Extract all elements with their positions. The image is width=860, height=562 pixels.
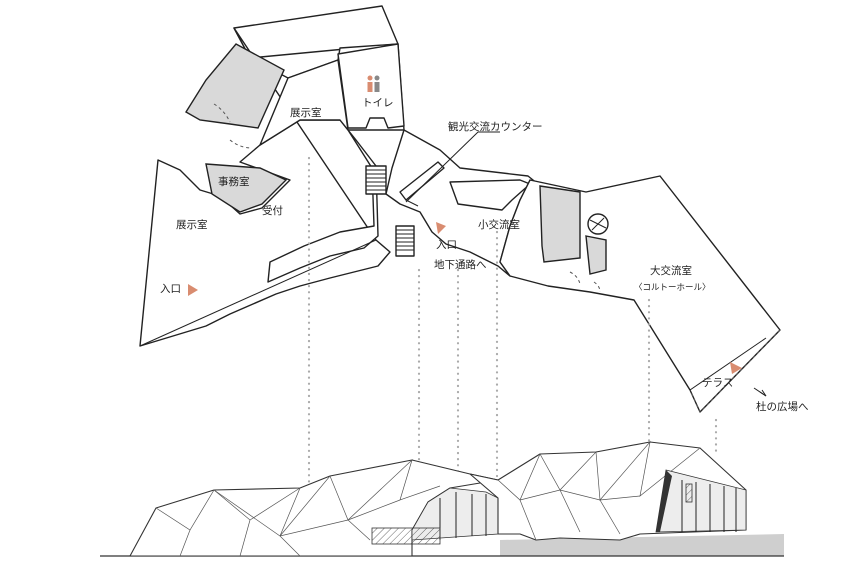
- label-reception: 受付: [262, 204, 283, 217]
- west-edge: [139, 239, 377, 347]
- hatched-wall: [371, 527, 441, 545]
- east-gray-room-2: [585, 235, 607, 275]
- label-large-hall: 大交流室: [650, 264, 692, 277]
- east-gray-room: [539, 185, 581, 263]
- stairs-center: [395, 225, 415, 257]
- terrace-edge: [689, 337, 767, 391]
- facade-panel: [685, 483, 693, 503]
- label-office: 事務室: [218, 175, 250, 188]
- label-tourist-counter: 観光交流カウンター: [448, 120, 543, 133]
- counter-edge: [405, 199, 419, 207]
- entrance-center-triangle-arrow-icon: [436, 222, 446, 234]
- nw-gray-room: [185, 43, 285, 129]
- label-exhibit-west: 展示室: [176, 218, 208, 231]
- label-terrace: テラス: [702, 377, 733, 389]
- label-underground: 地下通路へ: [434, 258, 487, 271]
- plaza-arrow-head: [759, 389, 767, 397]
- tourist-counter: [399, 161, 445, 201]
- counter-pointer: [405, 131, 500, 203]
- door-arc-3: [569, 271, 581, 285]
- terrace-triangle-arrow-icon: [730, 362, 742, 374]
- plan: [139, 5, 781, 413]
- terrace-boundary: [689, 329, 781, 413]
- stairs-west: [365, 165, 387, 195]
- facade-shadow: [656, 470, 672, 532]
- entrance-west-triangle-arrow-icon: [188, 284, 198, 296]
- label-entrance-west: 入口: [160, 283, 181, 295]
- label-exhibit-north: 展示室: [290, 106, 322, 119]
- door-arc-2: [229, 139, 253, 149]
- label-large-hall-sub: 〈コルトーホール〉: [634, 283, 711, 293]
- ground-slope: [500, 534, 784, 556]
- projection-lines: [307, 156, 718, 492]
- label-toilet: トイレ: [362, 97, 394, 109]
- toilet-icon: [367, 75, 380, 92]
- label-entrance-center: 入口: [436, 239, 457, 251]
- elevation: [100, 440, 784, 557]
- label-small-hall: 小交流室: [478, 218, 520, 231]
- door-arc-4: [593, 281, 601, 293]
- door-arc-1: [213, 103, 231, 123]
- small-hall-room: [449, 179, 531, 211]
- office-room: [205, 163, 288, 213]
- label-plaza: 杜の広場へ: [756, 400, 809, 413]
